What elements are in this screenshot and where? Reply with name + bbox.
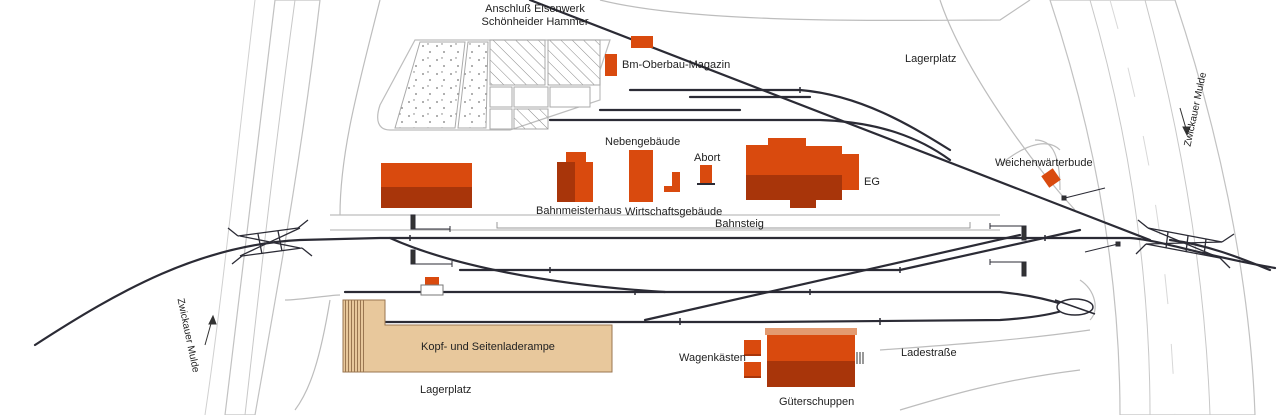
label-wagenkaesten: Wagenkästen bbox=[679, 352, 746, 364]
river-left bbox=[204, 0, 321, 415]
flow-arrows bbox=[204, 107, 1191, 346]
loading-ramp bbox=[342, 299, 613, 373]
building-weichenwaerterbude bbox=[1041, 168, 1061, 188]
building-bm-oberbau bbox=[605, 36, 653, 76]
building-gueterschuppen bbox=[765, 328, 864, 387]
label-anschluss-line2: Schönheider Hammer bbox=[481, 16, 589, 28]
label-eg: EG bbox=[864, 176, 880, 188]
label-nebengebaeude: Nebengebäude bbox=[605, 136, 681, 148]
bridge-left bbox=[227, 219, 313, 265]
building-bahnmeisterhaus bbox=[557, 152, 593, 202]
label-ladestrasse: Ladestraße bbox=[901, 347, 957, 359]
bahnsteig-bracket bbox=[496, 222, 971, 229]
label-anschluss-line1: Anschluß Eisenwerk bbox=[485, 3, 585, 15]
river-right bbox=[1049, 0, 1256, 415]
building-left bbox=[381, 163, 472, 208]
building-small-platform bbox=[420, 277, 444, 296]
building-wirtschaftsgebaeude bbox=[664, 172, 680, 192]
label-bahnsteig: Bahnsteig bbox=[715, 218, 764, 230]
area-outlines bbox=[284, 0, 1096, 411]
label-laderampe: Kopf- und Seitenladerampe bbox=[421, 341, 555, 353]
cross-ties bbox=[409, 87, 1046, 325]
label-weichenwaerterbude: Weichenwärterbude bbox=[995, 157, 1093, 169]
siding-yard bbox=[377, 39, 611, 131]
bridge-right bbox=[1135, 219, 1235, 269]
label-wirtschaftsgebaeude: Wirtschaftsgebäude bbox=[625, 206, 723, 218]
building-wagenkaesten bbox=[744, 340, 761, 378]
label-bahnmeisterhaus: Bahnmeisterhaus bbox=[536, 205, 622, 217]
label-lagerplatz-bottom: Lagerplatz bbox=[420, 384, 472, 396]
signals bbox=[410, 187, 1121, 277]
building-eg bbox=[746, 138, 859, 208]
label-anschluss: Anschluß Eisenwerk Schönheider Hammer bbox=[460, 3, 610, 29]
turntable bbox=[1054, 298, 1096, 316]
building-abort bbox=[697, 165, 715, 185]
building-nebengebaeude bbox=[629, 150, 653, 202]
label-abort: Abort bbox=[694, 152, 721, 164]
label-bm-oberbau: Bm-Oberbau-Magazin bbox=[622, 59, 731, 71]
label-gueterschuppen: Güterschuppen bbox=[779, 396, 855, 408]
label-lagerplatz-top: Lagerplatz bbox=[905, 53, 957, 65]
